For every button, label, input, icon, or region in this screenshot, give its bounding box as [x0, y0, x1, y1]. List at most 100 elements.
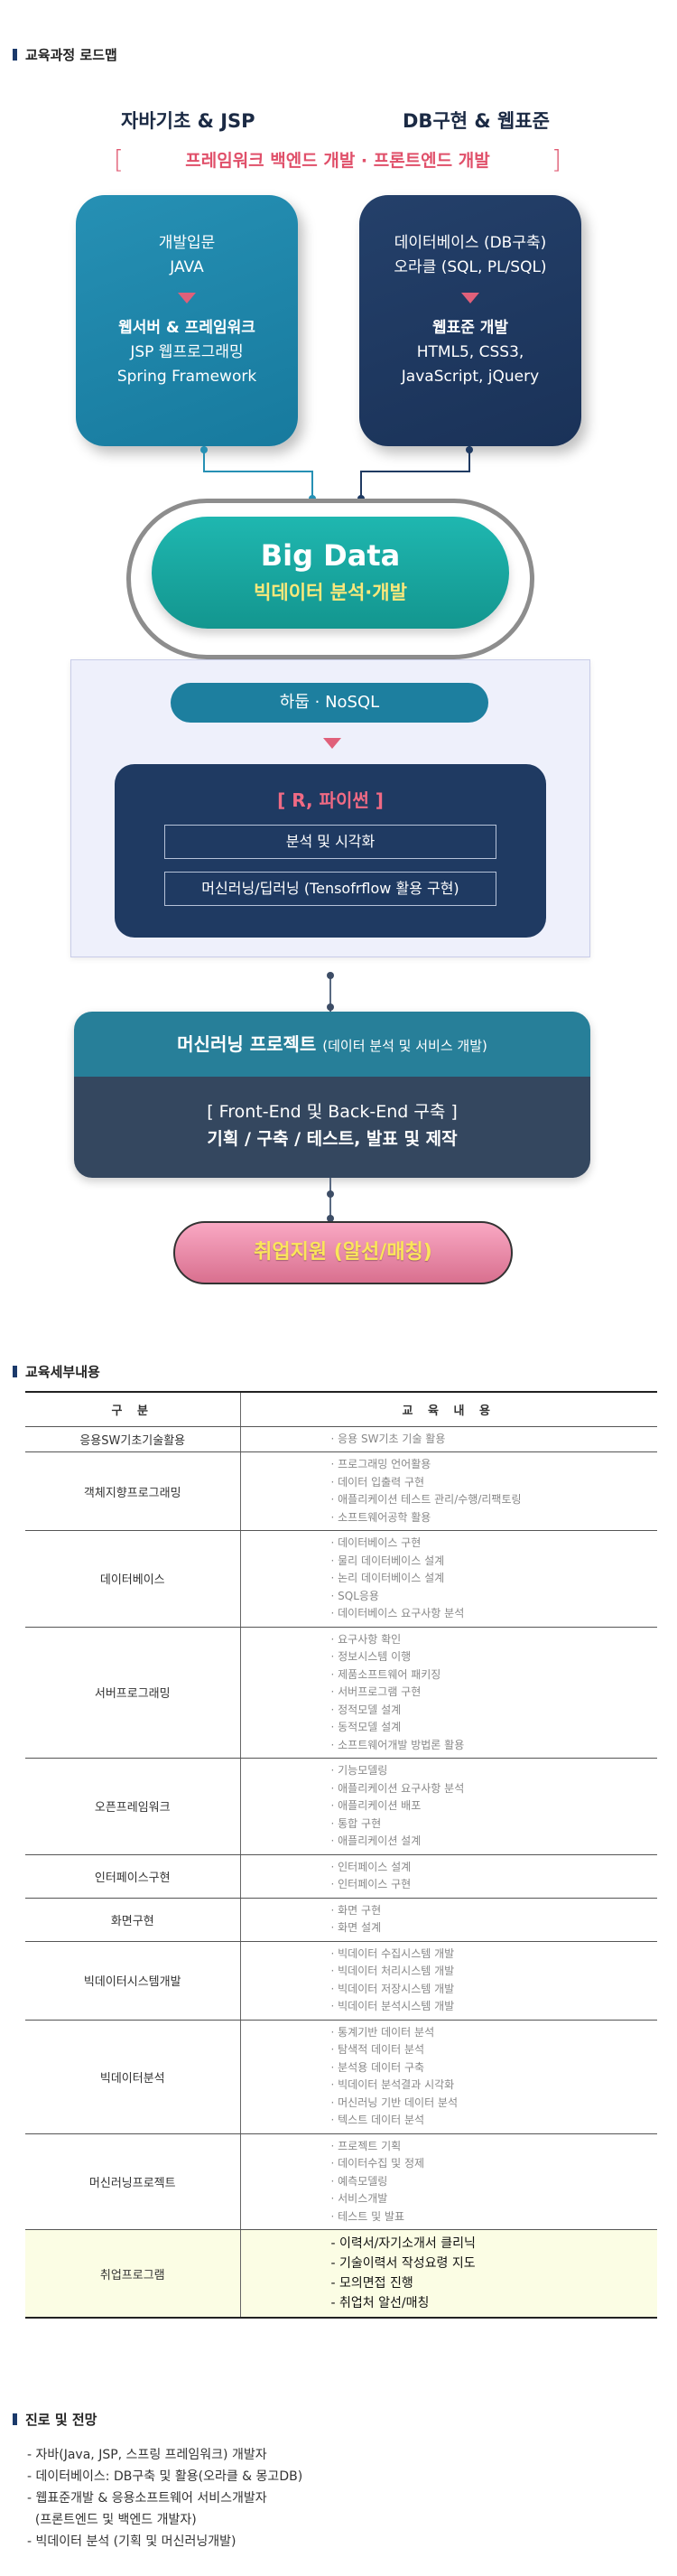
course-item: · 정보시스템 이행 — [330, 1650, 412, 1663]
course-item: · 요구사항 확인 — [330, 1632, 402, 1646]
course-item: - 이력서/자기소개서 클리닉 — [330, 2236, 476, 2251]
course-item: · 애플리케이션 배포 — [330, 1799, 422, 1812]
course-item: · 화면 구현 — [330, 1903, 382, 1917]
course-name: 객체지향프로그래밍 — [25, 1451, 241, 1531]
course-item: · 통계기반 데이터 분석 — [330, 2025, 435, 2039]
ml-dl-item: 머신러닝/딥러닝 (Tensofrflow 활용 구현) — [164, 872, 496, 906]
course-item: · 애플리케이션 요구사항 분석 — [330, 1781, 465, 1795]
table-row: 서버프로그래밍 · 요구사항 확인 · 정보시스템 이행 · 제품소프트웨어 패키징 ·… — [25, 1627, 657, 1759]
course-item: · 분석용 데이터 구축 — [330, 2060, 425, 2074]
table-row: 데이터베이스· 데이터베이스 구현· 물리 데이터베이스 설계· 논리 데이터베… — [25, 1530, 657, 1628]
process-text: 기획 / 구축 / 테스트, 발표 및 제작 — [207, 1129, 458, 1149]
course-item: · 기능모델링 — [330, 1764, 388, 1777]
course-item: · 소프트웨어공학 활용 — [330, 1510, 431, 1524]
course-item: · 정적모델 설계 — [330, 1703, 402, 1716]
course-item: · 물리 데이터베이스 설계 — [330, 1554, 445, 1567]
section-marker — [13, 49, 17, 61]
ml-project-subtitle: (데이터 분석 및 서비스 개발) — [322, 1038, 487, 1054]
course-item: · 데이터베이스 구현 — [330, 1536, 422, 1549]
db-card: 데이터베이스 (DB구축) 오라클 (SQL, PL/SQL) 웹표준 개발 H… — [359, 195, 581, 446]
course-items: · 응용 SW기초 기술 활용 — [240, 1426, 657, 1452]
left-track-heading: 자바기초 & JSP — [121, 110, 255, 132]
course-items: · 요구사항 확인· 정보시스템 이행· 제품소프트웨어 패키징· 서버프로그램… — [240, 1627, 657, 1759]
course-items: · 화면 구현 · 화면 설계 — [240, 1898, 657, 1942]
table-row: 빅데이터시스템개발· 빅데이터 수집시스템 개발· 빅데이터 처리시스템 개발·… — [25, 1941, 657, 2021]
course-name: 화면구현 — [25, 1898, 241, 1942]
course-item: - 취업처 알선/매칭 — [330, 2296, 430, 2310]
section-marker — [13, 1366, 17, 1377]
course-item: · 빅데이터 분석결과 시각화 — [330, 2078, 455, 2091]
course-name: 응용SW기초기술활용 — [25, 1426, 241, 1452]
java-card: 개발입문 JAVA 웹서버 & 프레임워크 JSP 웹프로그래밍 Spring … — [76, 195, 298, 446]
table-row: 응용SW기초기술활용 · 응용 SW기초 기술 활용 — [25, 1426, 657, 1452]
bracket-open-icon: [ — [114, 145, 124, 174]
card-line: Spring Framework — [116, 368, 257, 386]
course-item: · 화면 설계 — [330, 1921, 382, 1934]
table-row: 취업프로그램 - 이력서/자기소개서 클리닉 - 기술이력서 작성요령 지도 - 모의… — [25, 2229, 657, 2319]
course-item: · 응용 SW기초 기술 활용 — [330, 1432, 446, 1445]
connector-dot — [327, 972, 334, 979]
table-row: 빅데이터분석· 통계기반 데이터 분석· 탐색적 데이터 분석· 분석용 데이터… — [25, 2020, 657, 2134]
course-item: · 논리 데이터베이스 설계 — [330, 1572, 445, 1584]
course-items: · 프로젝트 기획· 데이터수집 및 정제· 예측모델링· 서비스개발· 테스트… — [240, 2133, 657, 2230]
section-title-details: 교육세부내용 — [13, 1362, 100, 1381]
career-list: - 자바(Java, JSP, 스프링 프레임워크) 개발자- 데이터베이스: … — [27, 2444, 302, 2553]
course-name: 서버프로그래밍 — [25, 1627, 241, 1759]
table-header: 구 분 — [25, 1391, 241, 1427]
course-name: 인터페이스구현 — [25, 1854, 241, 1899]
career-item: - 웹표준개발 & 응용소프트웨어 서비스개발자 — [27, 2491, 267, 2506]
section-marker — [13, 2413, 17, 2425]
r-python-box: [ R, 파이썬 ] 분석 및 시각화 머신러닝/딥러닝 (Tensofrflo… — [115, 764, 546, 938]
bracket-close-icon: ] — [552, 145, 561, 174]
course-items: · 프로그래밍 언어활용· 데이터 입출력 구현· 애플리케이션 테스트 관리/… — [240, 1451, 657, 1531]
course-item: · 빅데이터 저장시스템 개발 — [330, 1982, 455, 1995]
bigdata-title: Big Data — [260, 538, 401, 573]
table-row: 화면구현 · 화면 구현 · 화면 설계 — [25, 1898, 657, 1942]
card-line: 데이터베이스 (DB구축) — [394, 234, 547, 252]
course-items: · 인터페이스 설계· 인터페이스 구현 — [240, 1854, 657, 1899]
card-line: JSP 웹프로그래밍 — [130, 343, 244, 361]
frontback-text: [ Front-End 및 Back-End 구축 ] — [207, 1102, 458, 1122]
course-name: 빅데이터시스템개발 — [25, 1941, 241, 2021]
course-item: · 데이터베이스 요구사항 분석 — [330, 1607, 465, 1619]
course-items: · 빅데이터 수집시스템 개발· 빅데이터 처리시스템 개발· 빅데이터 저장시… — [240, 1941, 657, 2021]
career-item: - 데이터베이스: DB구축 및 활용(오라클 & 몽고DB) — [27, 2469, 303, 2484]
course-name: 오픈프레임워크 — [25, 1758, 241, 1855]
ml-project-header: 머신러닝 프로젝트 (데이터 분석 및 서비스 개발) — [74, 1012, 590, 1077]
section-title-text: 교육과정 로드맵 — [25, 47, 117, 63]
framework-line: [ 프레임워크 백엔드 개발 · 프론트엔드 개발 ] — [114, 145, 561, 174]
arrow-down-icon — [178, 293, 196, 303]
course-item: · 통합 구현 — [330, 1816, 382, 1830]
course-item: · 인터페이스 설계 — [330, 1860, 412, 1873]
table-header-row: 구 분 교 육 내 용 — [25, 1391, 657, 1427]
course-items: · 데이터베이스 구현 · 물리 데이터베이스 설계 · 논리 데이터베이스 설계 ·… — [240, 1530, 657, 1628]
course-item: · 빅데이터 처리시스템 개발 — [330, 1965, 455, 1977]
course-item: - 기술이력서 작성요령 지도 — [330, 2256, 476, 2271]
connector-line — [329, 975, 331, 1012]
section-title-text: 교육세부내용 — [25, 1364, 100, 1380]
section-title-career: 진로 및 전망 — [13, 2410, 97, 2429]
card-line: JAVA — [170, 258, 204, 276]
right-track-heading: DB구현 & 웹표준 — [403, 110, 550, 132]
card-line: 개발입문 — [158, 234, 216, 252]
course-item: · 머신러닝 기반 데이터 분석 — [330, 2095, 459, 2109]
course-name: 취업프로그램 — [25, 2229, 241, 2319]
r-python-title: [ R, 파이썬 ] — [277, 789, 384, 811]
table-row: 인터페이스구현· 인터페이스 설계· 인터페이스 구현 — [25, 1854, 657, 1899]
course-item: · 프로젝트 기획 — [330, 2139, 402, 2152]
course-item: · 예측모델링 — [330, 2174, 388, 2188]
connector-dot — [327, 1003, 334, 1011]
course-item: · 텍스트 데이터 분석 — [330, 2114, 425, 2126]
course-items: · 통계기반 데이터 분석· 탐색적 데이터 분석· 분석용 데이터 구축· 빅… — [240, 2020, 657, 2134]
analysis-item: 분석 및 시각화 — [164, 825, 496, 859]
course-item: · 애플리케이션 테스트 관리/수행/리팩토링 — [330, 1493, 522, 1506]
card-line: 오라클 (SQL, PL/SQL) — [394, 258, 547, 276]
hadoop-pill: 하둡 · NoSQL — [171, 683, 488, 723]
course-item: · 제품소프트웨어 패키징 — [330, 1667, 441, 1681]
arrow-down-icon — [323, 738, 341, 749]
course-item: - 모의면접 진행 — [330, 2276, 413, 2291]
table-row: 객체지향프로그래밍· 프로그래밍 언어활용· 데이터 입출력 구현· 애플리케이… — [25, 1451, 657, 1531]
career-item: (프론트엔드 및 백엔드 개발자) — [27, 2513, 197, 2527]
bigdata-pill: Big Data 빅데이터 분석·개발 — [152, 517, 509, 629]
ml-project-box: 머신러닝 프로젝트 (데이터 분석 및 서비스 개발) [ Front-End … — [74, 1012, 590, 1178]
